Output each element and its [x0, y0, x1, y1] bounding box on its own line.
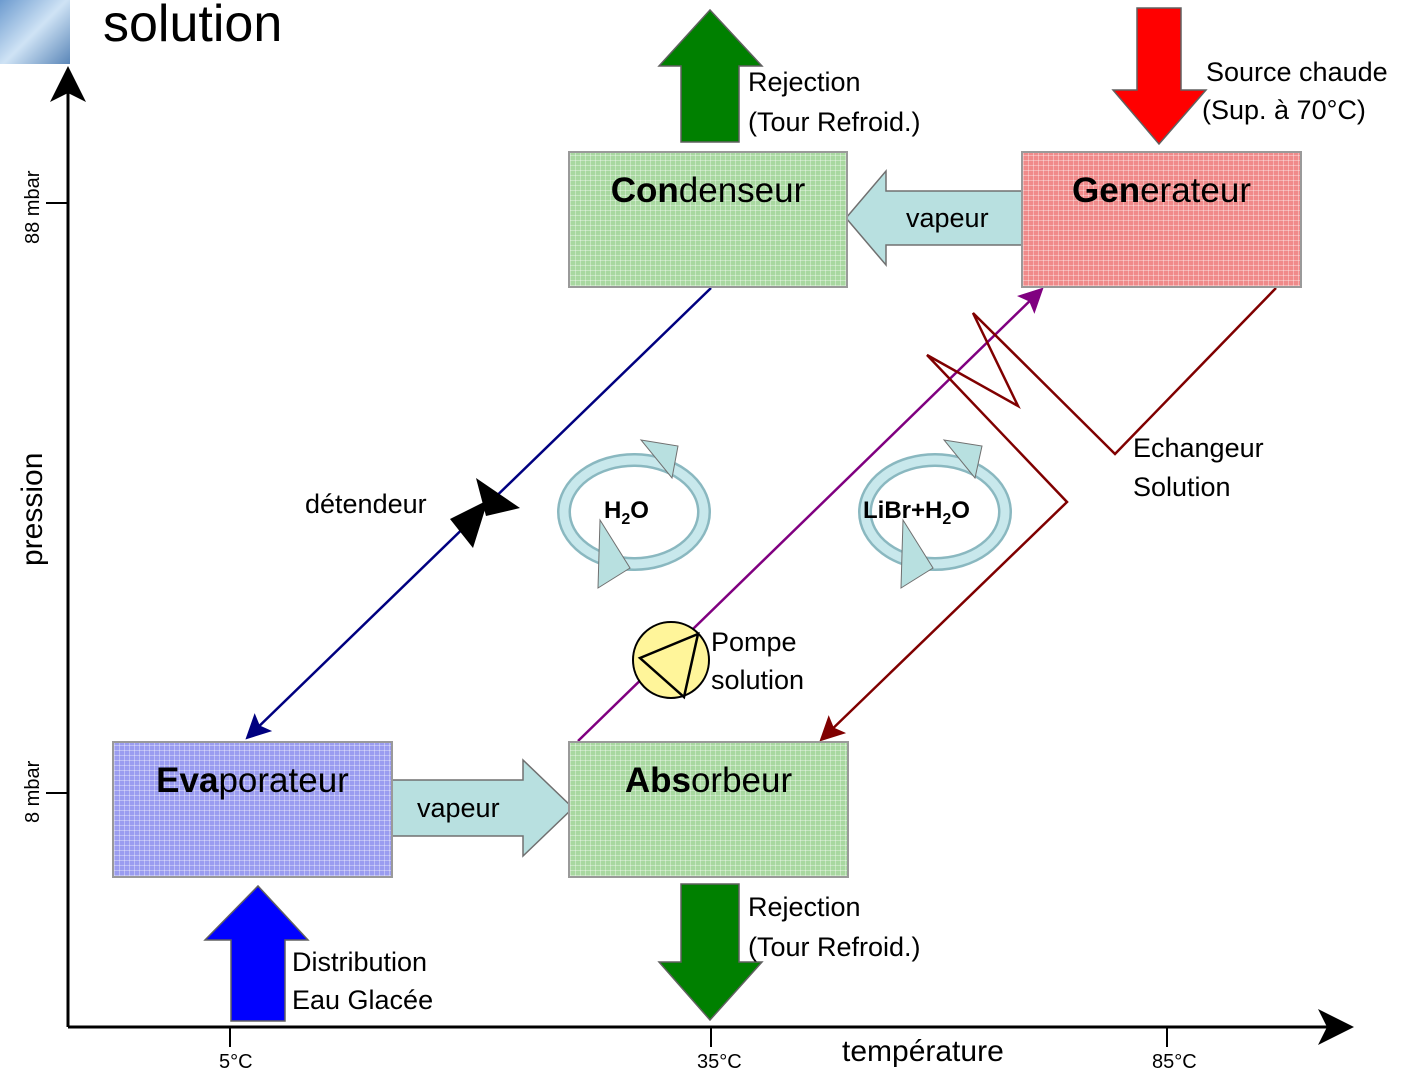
evaporator-box: Evaporateur: [112, 741, 393, 878]
return-line: [819, 287, 1277, 742]
chilled-water-label-2: Eau Glacée: [292, 985, 434, 1015]
valve-label: détendeur: [305, 489, 427, 519]
y-tick-label-88: 88 mbar: [22, 170, 44, 244]
x-axis-label: température: [842, 1035, 1004, 1068]
rejection-bottom-label-2: (Tour Refroid.): [748, 932, 921, 962]
valve-icon-2: [476, 478, 520, 516]
hot-source-arrow: [1111, 7, 1208, 146]
condenser-rest: denseur: [678, 171, 806, 210]
pump-label-2: solution: [711, 665, 805, 695]
cycle-water-icon: [557, 439, 711, 589]
exchanger-label-2: Solution: [1133, 472, 1231, 502]
vapeur-top-label: vapeur: [906, 203, 989, 233]
absorber-bold: Abs: [624, 761, 691, 800]
pump-label-1: Pompe: [711, 627, 797, 657]
rejection-bottom-arrow: [657, 883, 764, 1022]
condenser-bold: Con: [610, 171, 679, 210]
y-axis-label: pression: [16, 452, 49, 566]
cycle-water-post: O: [630, 497, 649, 524]
cycle-water-label: H2O: [604, 497, 649, 529]
vapeur-bottom-label: vapeur: [417, 793, 500, 823]
rejection-top-arrow: [657, 8, 764, 143]
generator-box: Generateur: [1021, 151, 1302, 288]
x-tick-label-35: 35°C: [697, 1051, 742, 1073]
exchanger-label-1: Echangeur: [1133, 433, 1264, 463]
pump-icon: [632, 621, 710, 700]
cycle-solution-pre: LiBr+H: [863, 497, 943, 524]
evaporator-bold: Eva: [156, 761, 219, 800]
chilled-water-label-1: Distribution: [292, 947, 428, 977]
chilled-water-arrow: [203, 884, 310, 1022]
vapeur-bottom-arrow: [387, 758, 575, 858]
generator-bold: Gen: [1072, 171, 1141, 210]
vapeur-top-arrow: [845, 168, 1028, 268]
rejection-bottom-label-1: Rejection: [748, 892, 861, 922]
logo: [0, 0, 70, 64]
evaporator-rest: porateur: [218, 761, 349, 800]
rejection-top-label-2: (Tour Refroid.): [748, 107, 921, 137]
generator-rest: erateur: [1140, 171, 1251, 210]
rejection-top-label-1: Rejection: [748, 67, 861, 97]
cycle-solution-sub: 2: [942, 510, 952, 528]
cycle-solution-post: O: [951, 497, 970, 524]
condenser-box: Condenseur: [568, 151, 848, 288]
page-title: solution: [103, 0, 283, 53]
cycle-solution-label: LiBr+H2O: [863, 497, 970, 529]
x-tick-label-5: 5°C: [219, 1051, 253, 1073]
x-tick-label-85: 85°C: [1152, 1051, 1197, 1073]
absorber-rest: orbeur: [690, 761, 793, 800]
valve-icon: [450, 500, 488, 548]
cycle-water-sub: 2: [621, 510, 631, 528]
cycle-water-pre: H: [604, 497, 622, 524]
cycle-solution-icon: [858, 439, 1012, 589]
hot-source-label-1: Source chaude: [1206, 57, 1388, 87]
absorber-box: Absorbeur: [568, 741, 849, 878]
hot-source-label-2: (Sup. à 70°C): [1202, 95, 1366, 125]
y-tick-label-8: 8 mbar: [22, 760, 44, 823]
